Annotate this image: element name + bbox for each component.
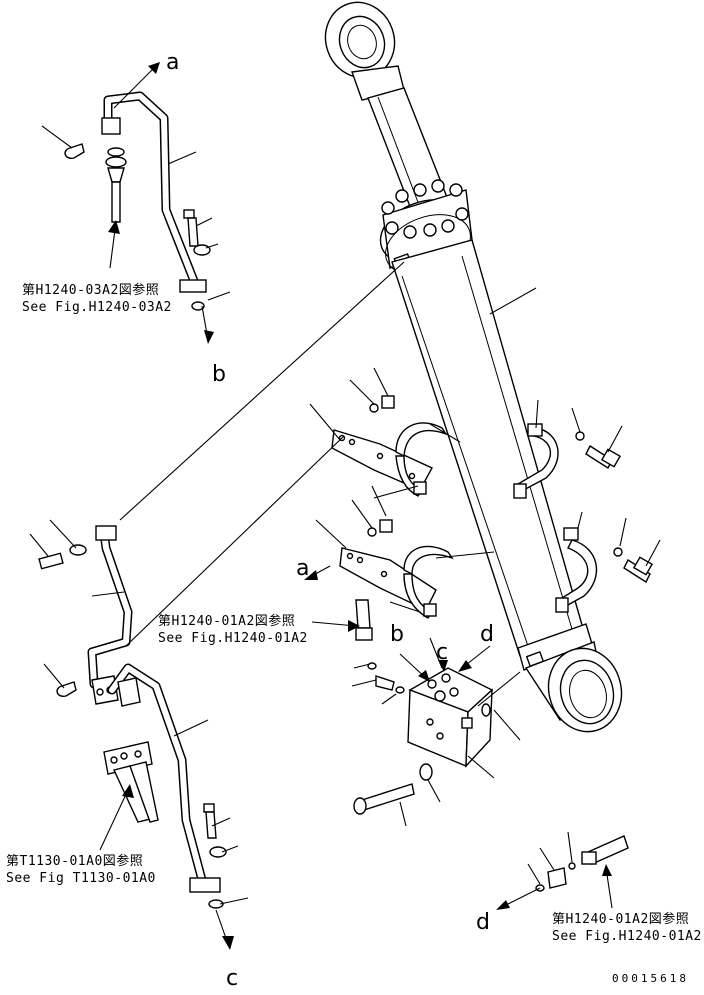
callout-d-valve: d [480, 622, 494, 647]
callout-d-bottom: d [476, 910, 490, 935]
reference-3-japanese: 第T1130-01A0図参照 [6, 854, 144, 869]
reference-4-japanese: 第H1240-01A2図参照 [552, 912, 690, 927]
rod-eye [324, 1, 405, 101]
lower-strap [555, 527, 598, 613]
callout-b-valve: b [390, 622, 404, 647]
callout-a-top: a [166, 50, 180, 75]
left-return-pipe [107, 663, 227, 909]
lower-clamp-bracket [339, 545, 454, 619]
callout-a-mid: a [296, 556, 310, 581]
bottom-eye [524, 641, 623, 733]
upper-left-pipe [64, 91, 211, 311]
reference-3-english: See Fig T1130-01A0 [6, 871, 156, 886]
reference-2-english: See Fig.H1240-01A2 [158, 631, 308, 646]
upper-clamp-bracket [331, 422, 448, 497]
upper-strap [513, 423, 559, 499]
callout-c-bottom: c [226, 966, 239, 991]
callout-b-top: b [212, 362, 226, 387]
reference-1-japanese: 第H1240-03A2図参照 [22, 283, 160, 298]
valve-block [353, 599, 494, 815]
drawing-number: 00015618 [612, 972, 689, 985]
reference-4-english: See Fig.H1240-01A2 [552, 929, 702, 944]
leader-lines [29, 62, 661, 950]
head-flange [379, 179, 473, 276]
callout-c-valve: c [436, 640, 449, 665]
hardware-upper-right [575, 431, 654, 584]
hose-flange [103, 741, 159, 823]
bottom-right-fittings [535, 835, 629, 892]
hydraulic-cylinder [324, 1, 623, 733]
reference-2-japanese: 第H1240-01A2図参照 [158, 614, 296, 629]
reference-1-english: See Fig.H1240-03A2 [22, 300, 172, 315]
left-long-pipe [38, 525, 133, 705]
